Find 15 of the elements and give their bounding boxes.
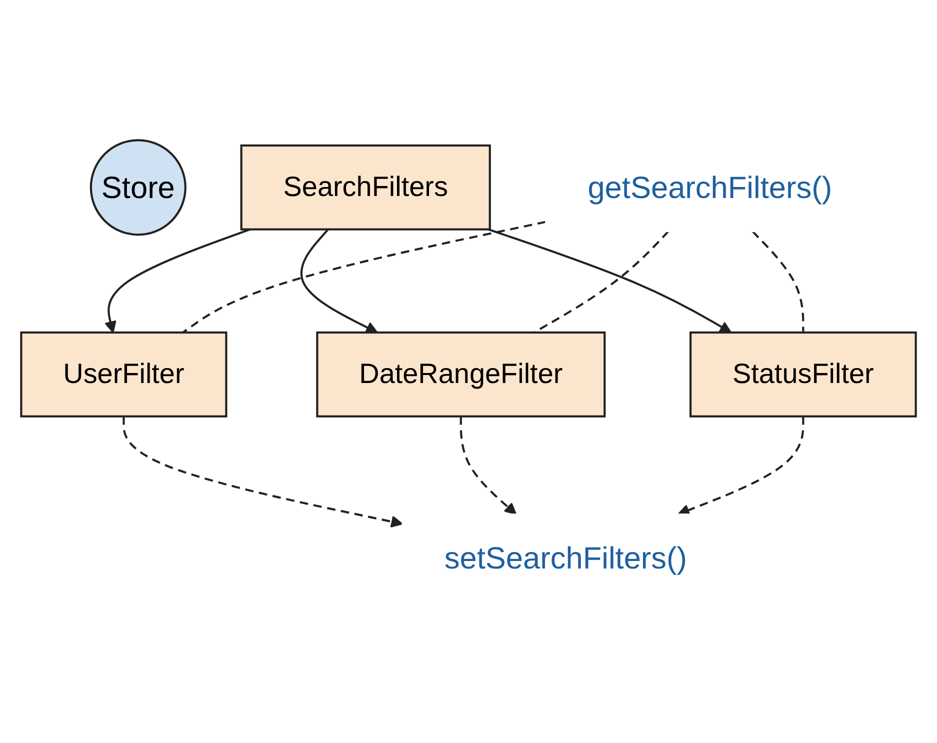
node-text: setSearchFilters(): [444, 541, 688, 576]
arrow: [488, 228, 732, 334]
node-box: SearchFilters: [240, 144, 491, 231]
connector: [533, 231, 670, 334]
connector: [182, 221, 546, 334]
node-box: DateRangeFilter: [316, 332, 606, 418]
node-circle: Store: [90, 139, 186, 236]
connector: [752, 231, 804, 333]
node-text: getSearchFilters(): [588, 170, 832, 206]
arrow: [104, 228, 250, 334]
arrow: [122, 416, 403, 528]
node-box: UserFilter: [20, 332, 228, 418]
arrow: [460, 416, 517, 516]
node-box: StatusFilter: [690, 332, 917, 418]
arrow: [300, 228, 378, 334]
